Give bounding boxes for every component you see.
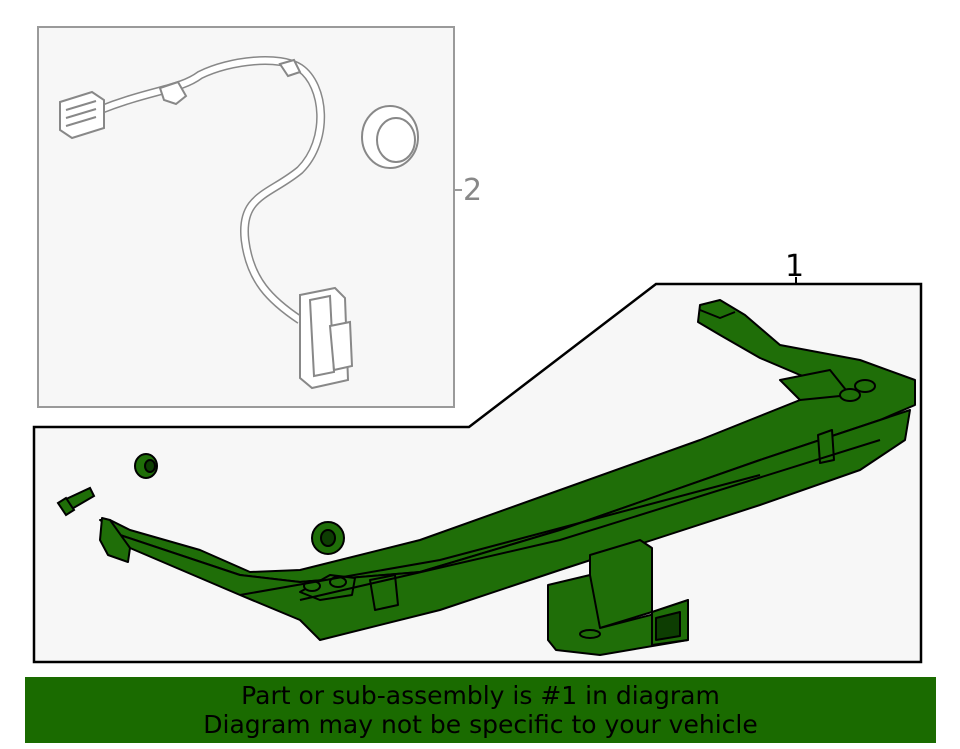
spacer-large-icon xyxy=(311,521,345,555)
spacer-small-icon xyxy=(134,453,158,479)
trailer-hitch-assembly xyxy=(99,299,916,656)
grommet-icon xyxy=(361,105,419,169)
wiring-harness-drawing xyxy=(59,56,354,390)
harness-module-connector xyxy=(299,286,354,390)
banner-line-2: Diagram may not be specific to your vehi… xyxy=(203,710,758,739)
inset-panel-wiring-harness xyxy=(37,26,462,408)
callout-2: 2 xyxy=(463,173,482,208)
harness-plug-connector xyxy=(59,90,105,140)
main-panel-hitch xyxy=(32,277,923,664)
callout-1: 1 xyxy=(785,249,804,284)
info-banner: Part or sub-assembly is #1 in diagram Di… xyxy=(25,677,936,743)
hitch-bolt-icon xyxy=(56,486,96,517)
banner-line-1: Part or sub-assembly is #1 in diagram xyxy=(241,681,720,710)
